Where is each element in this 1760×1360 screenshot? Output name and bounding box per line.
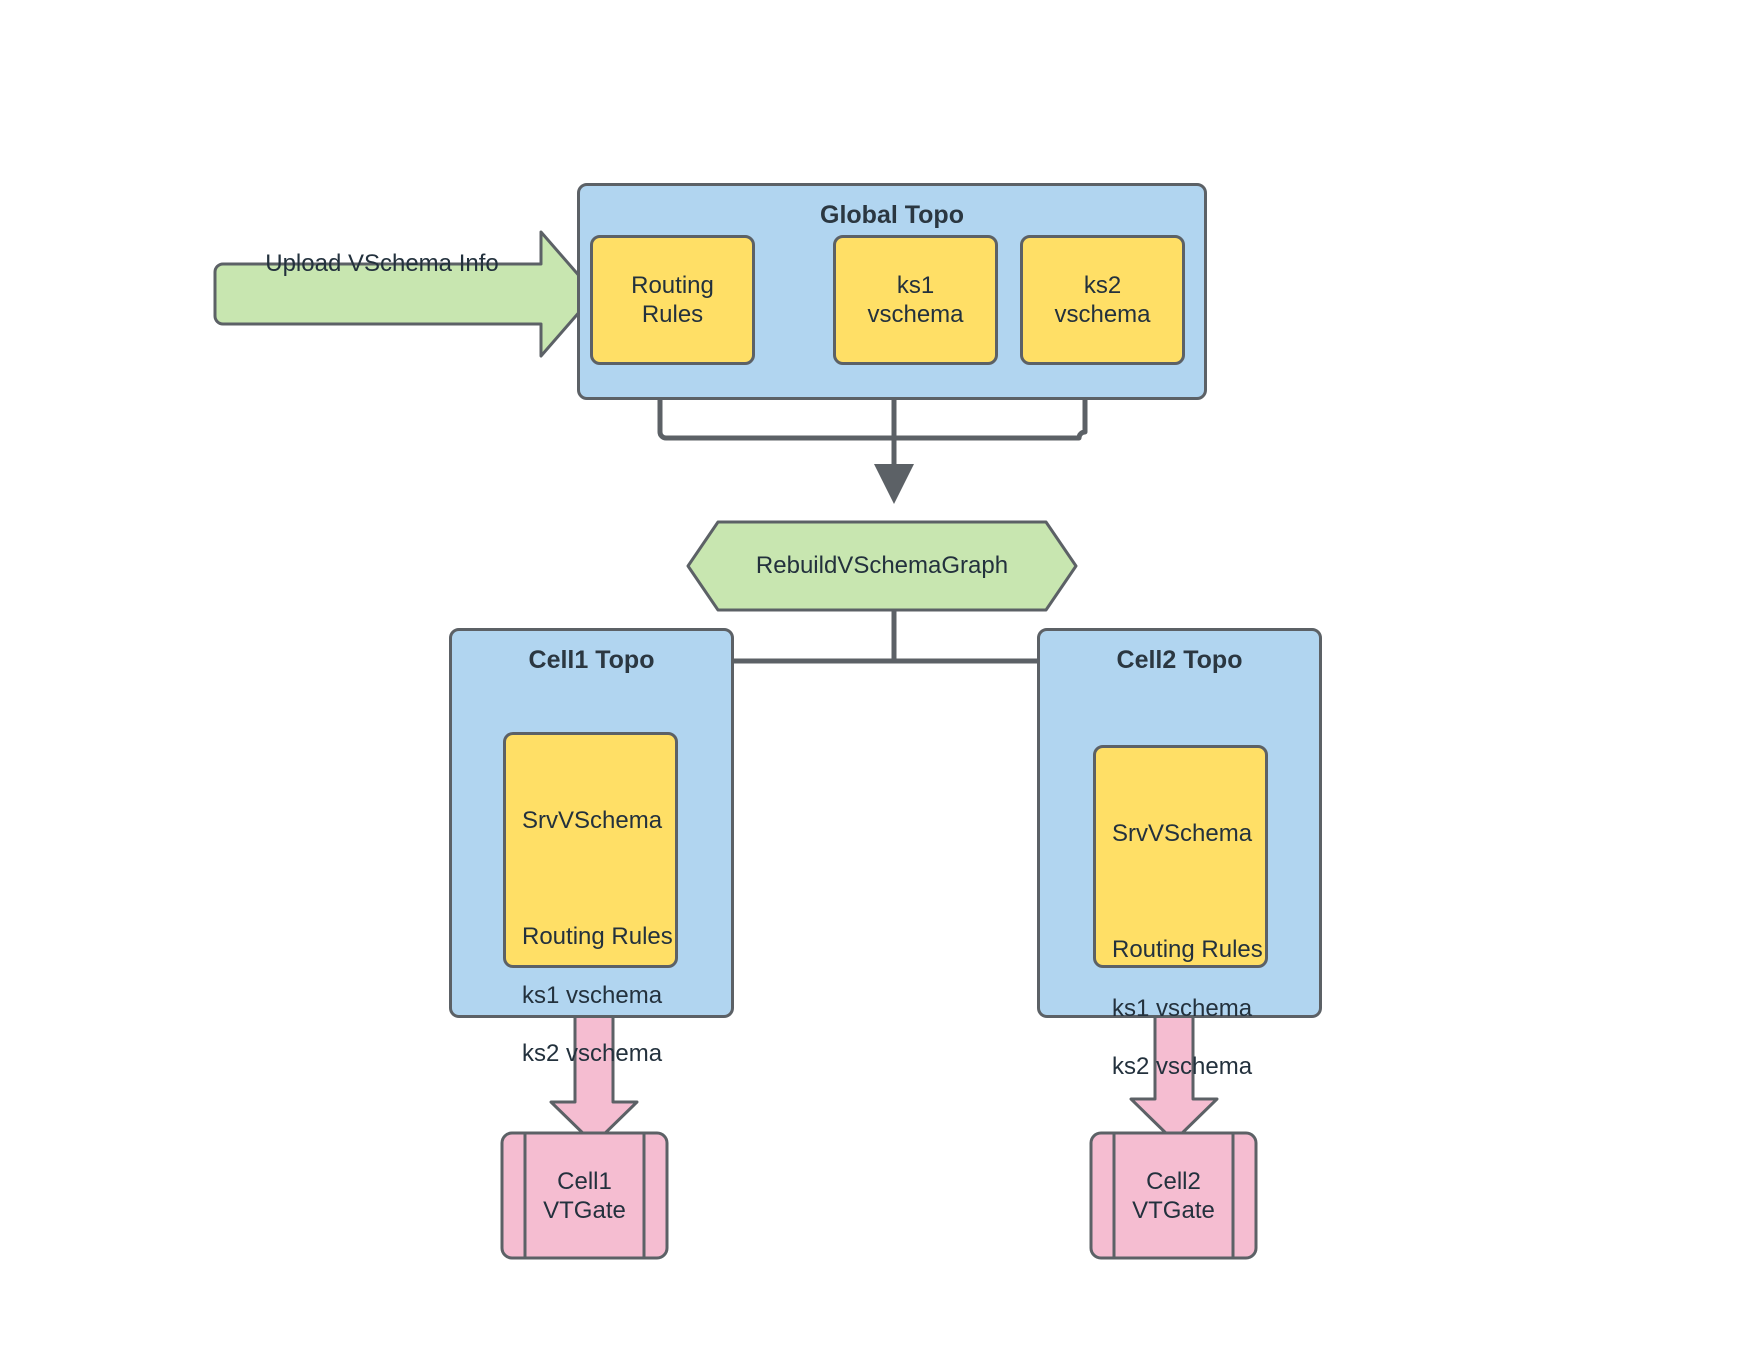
cell2-topo-title: Cell2 Topo bbox=[1116, 646, 1243, 674]
ks2-vschema-box[interactable]: ks2 vschema bbox=[1020, 235, 1185, 365]
cell1-srvvschema-heading: SrvVSchema bbox=[522, 807, 663, 835]
cell1-srvvschema-line-1: Routing Rules bbox=[522, 923, 673, 951]
spacer bbox=[1112, 878, 1263, 906]
cell1-topo-title: Cell1 Topo bbox=[528, 646, 655, 674]
cell2-vtgate-label[interactable]: Cell2 VTGate bbox=[1132, 1167, 1215, 1224]
cell2-srvvschema-box[interactable]: SrvVSchema Routing Rules ks1 vschema ks2… bbox=[1093, 745, 1268, 1080]
upload-vschema-arrow-label[interactable]: Upload VSchema Info bbox=[265, 250, 499, 278]
cell1-srvvschema-box[interactable]: SrvVSchema Routing Rules ks1 vschema ks2… bbox=[503, 732, 678, 1067]
routing-rules-box[interactable]: Routing Rules bbox=[590, 235, 755, 365]
cell2-srvvschema-line-1: Routing Rules bbox=[1112, 936, 1263, 964]
ks1-vschema-box[interactable]: ks1 vschema bbox=[833, 235, 998, 365]
cell2-srvvschema-heading: SrvVSchema bbox=[1112, 820, 1253, 848]
cell2-srvvschema-line-2: ks1 vschema bbox=[1112, 994, 1253, 1022]
spacer bbox=[522, 865, 673, 893]
global-topo-title: Global Topo bbox=[820, 201, 964, 229]
cell2-srvvschema-line-3: ks2 vschema bbox=[1112, 1053, 1253, 1081]
cell1-srvvschema-line-3: ks2 vschema bbox=[522, 1040, 663, 1068]
rebuild-vschema-graph-label[interactable]: RebuildVSchemaGraph bbox=[755, 552, 1009, 580]
cell1-srvvschema-line-2: ks1 vschema bbox=[522, 981, 663, 1009]
cell1-vtgate-label[interactable]: Cell1 VTGate bbox=[543, 1167, 626, 1224]
